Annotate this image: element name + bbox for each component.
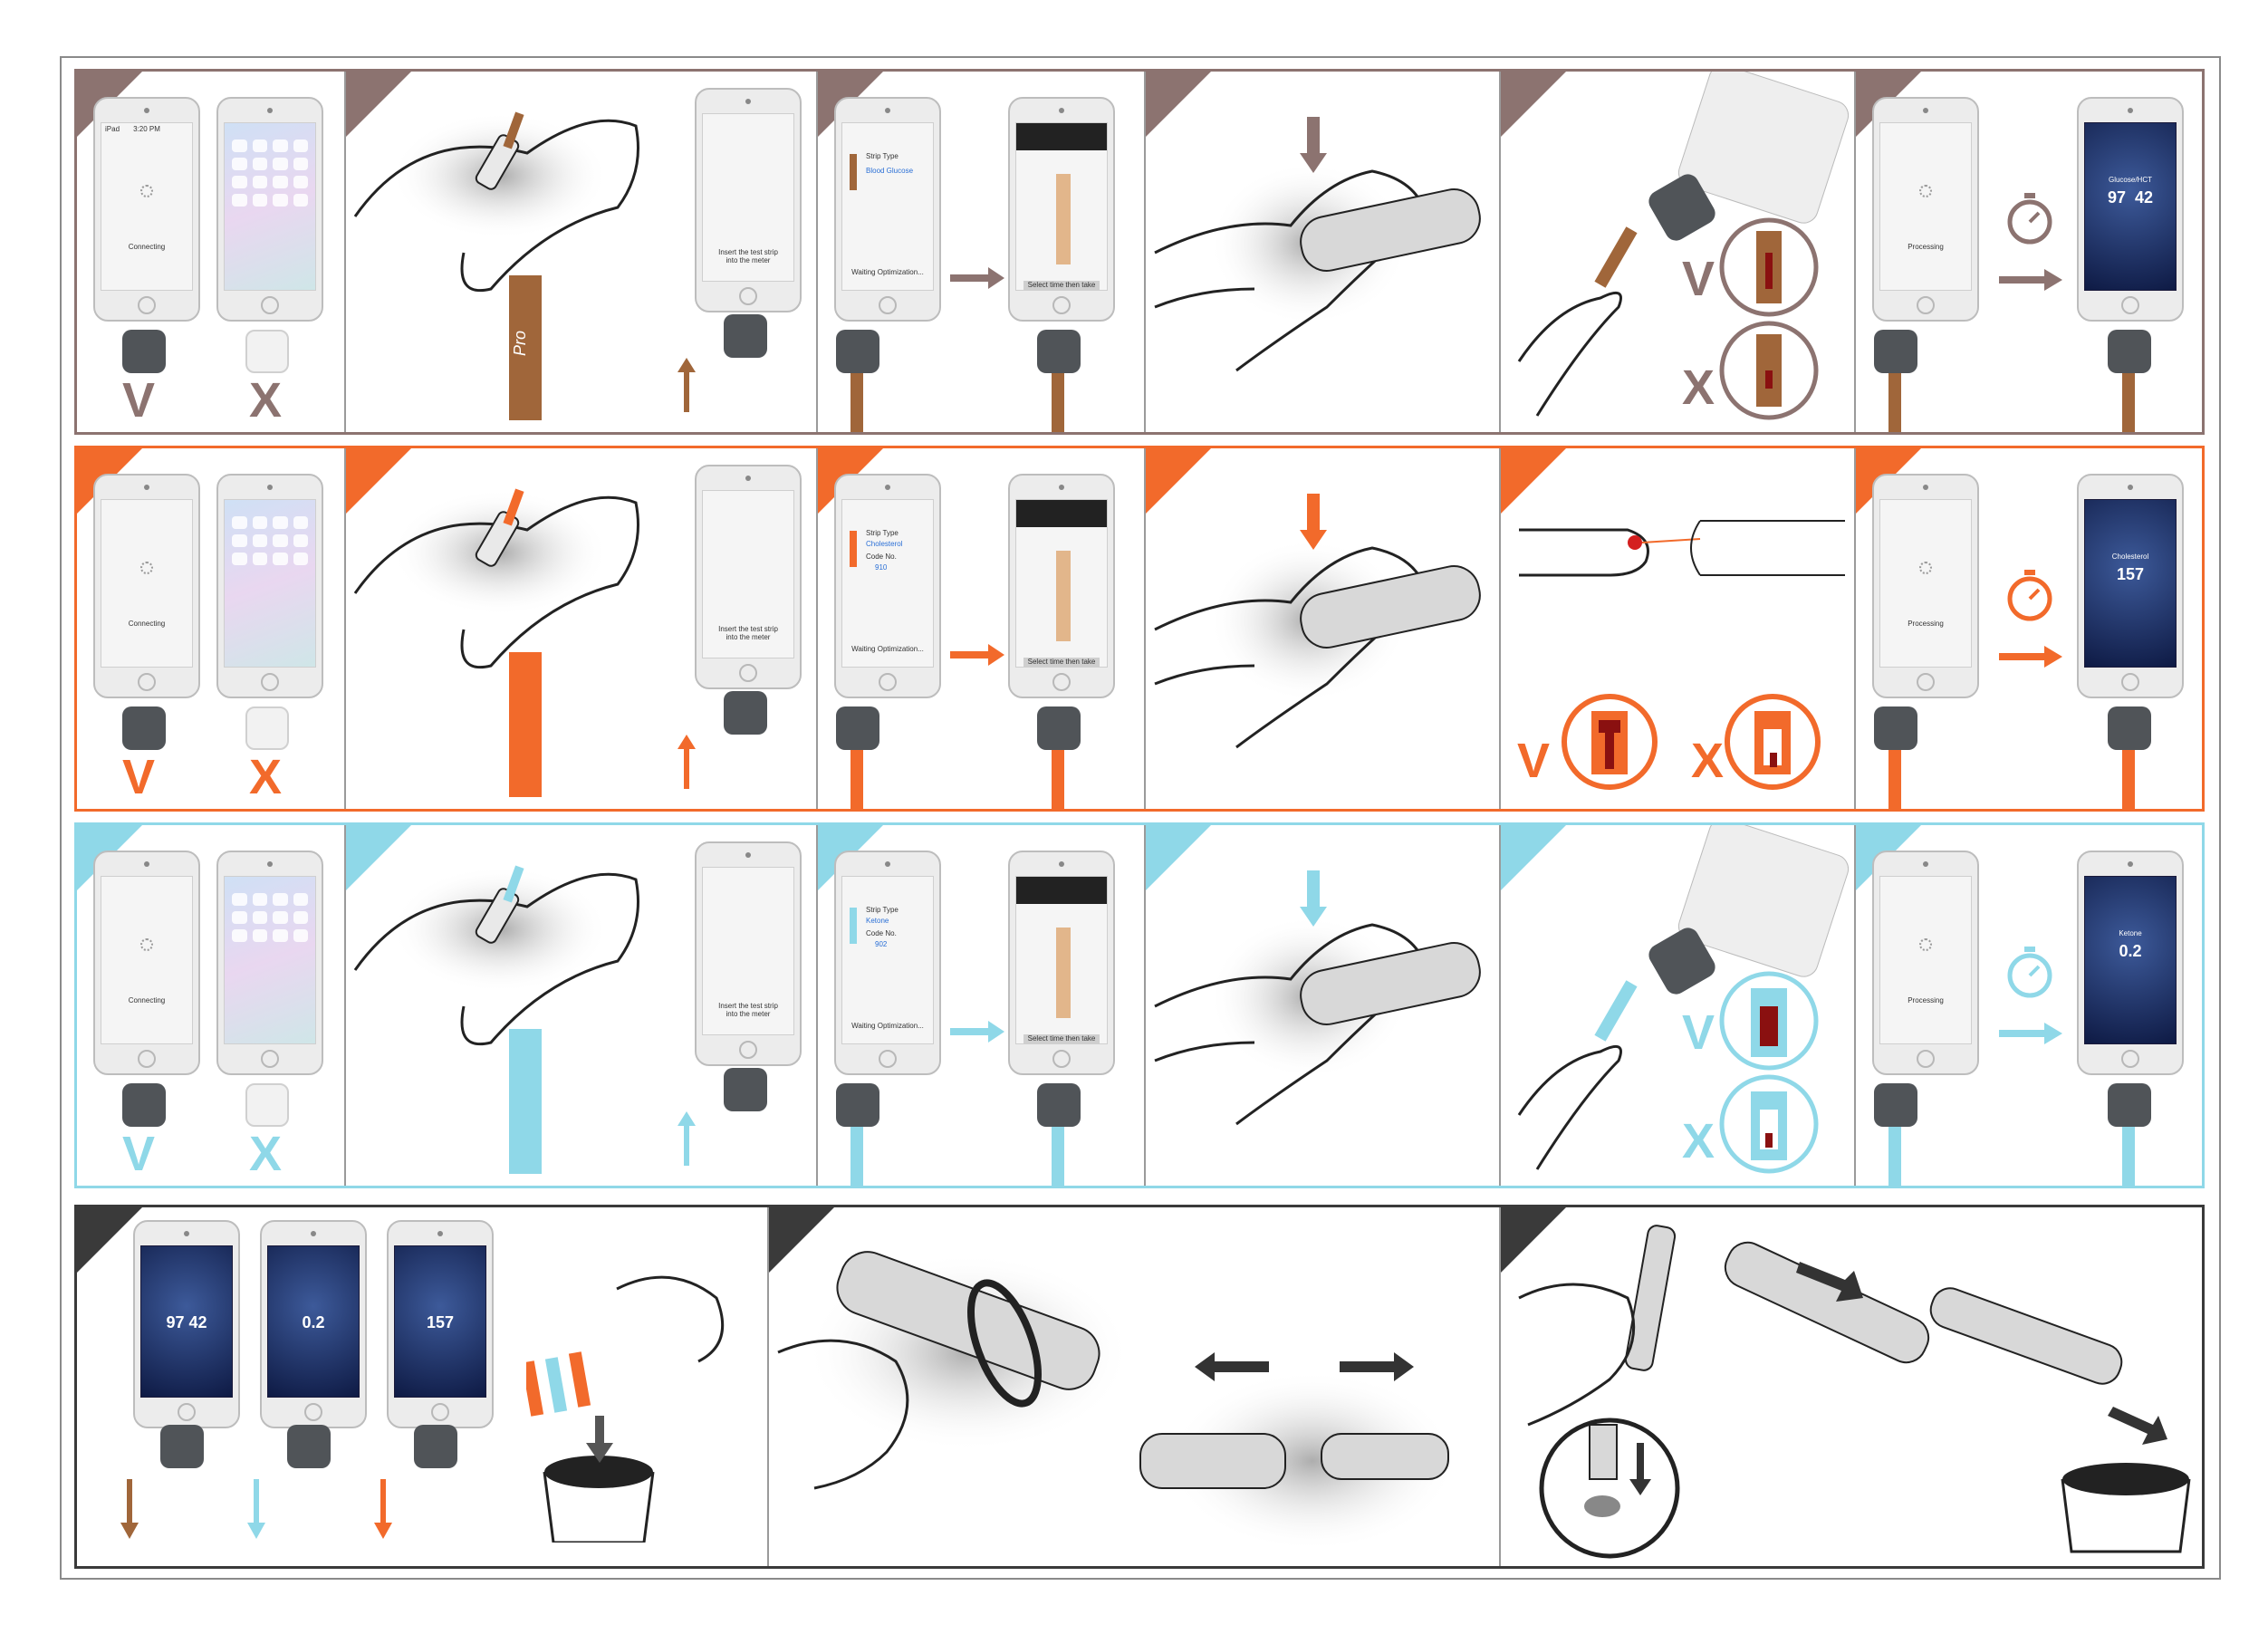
right-arrow-icon bbox=[1999, 646, 2062, 668]
instruction-sheet-border bbox=[60, 56, 2221, 1580]
right-arrow-icon bbox=[950, 644, 1004, 666]
cross-mark-icon: X bbox=[249, 1127, 283, 1181]
timer-icon bbox=[2007, 947, 2052, 998]
phone-insert: Insert the test strip into the meter bbox=[695, 88, 802, 312]
panel-lancing bbox=[1144, 448, 1499, 809]
panel-connect: Connecting V X bbox=[77, 825, 344, 1186]
down-arrow-icon bbox=[1300, 117, 1327, 173]
meter-dongle bbox=[836, 330, 879, 373]
wrong-dongle bbox=[245, 330, 289, 373]
panel-take-strip: Insert the test strip into the meter bbox=[344, 825, 816, 1186]
right-arrow-icon bbox=[950, 267, 1004, 289]
panel-apply-blood: V X bbox=[1499, 825, 1854, 1186]
panel-strip-type: Strip Type Cholesterol Code No. 910 Wait… bbox=[816, 448, 1144, 809]
test-strip-large bbox=[509, 275, 542, 420]
panel-lancing bbox=[1144, 72, 1499, 432]
right-arrow-icon bbox=[1999, 1023, 2062, 1044]
meter-dongle bbox=[122, 706, 166, 750]
apply-blood-illustration bbox=[1517, 72, 1850, 420]
panel-apply-blood: V X bbox=[1499, 448, 1854, 809]
timer-icon bbox=[2007, 570, 2052, 621]
cross-mark-icon: X bbox=[1682, 360, 1715, 415]
test-strip-large bbox=[509, 652, 542, 797]
panel-strip-type: Strip Type Blood Glucose Waiting Optimiz… bbox=[816, 72, 1144, 432]
panel-take-strip: Pro Insert the test strip into the meter bbox=[344, 72, 816, 432]
panel-result: Processing Glucose/HCT 97 42 bbox=[1854, 72, 2202, 432]
panel-apply-blood: V X bbox=[1499, 72, 1854, 432]
check-mark-icon: V bbox=[122, 1127, 156, 1181]
phone-result-cholesterol: Cholesterol 157 bbox=[2077, 474, 2184, 698]
timer-icon bbox=[2007, 193, 2052, 245]
meter-dongle bbox=[1874, 330, 1917, 373]
spinner-icon bbox=[140, 185, 153, 197]
svg-text:Pro: Pro bbox=[511, 331, 529, 356]
phone-screen: iPad 3:20 PM Connecting bbox=[101, 122, 193, 291]
check-mark-icon: V bbox=[122, 373, 156, 428]
meter-dongle bbox=[2108, 330, 2151, 373]
phone-strip-type: Strip Type Blood Glucose Waiting Optimiz… bbox=[834, 97, 941, 322]
check-mark-icon: V bbox=[1517, 734, 1551, 788]
row-glucose: iPad 3:20 PM Connecting V X Pro bbox=[74, 69, 2205, 435]
meter-dongle bbox=[122, 330, 166, 373]
down-arrow-icon bbox=[374, 1479, 392, 1539]
check-mark-icon: V bbox=[1682, 1005, 1715, 1060]
check-mark-icon: V bbox=[1682, 252, 1715, 306]
down-arrow-icon bbox=[120, 1479, 139, 1539]
wrong-dongle bbox=[245, 706, 289, 750]
meter-dongle bbox=[1037, 330, 1081, 373]
cross-mark-icon: X bbox=[249, 373, 283, 428]
cross-mark-icon: X bbox=[249, 750, 283, 804]
apply-blood-illustration bbox=[1517, 825, 1850, 1174]
panel-result: Processing Cholesterol 157 bbox=[1854, 448, 2202, 809]
down-arrow-icon bbox=[247, 1479, 265, 1539]
panel-connect: Connecting V X bbox=[77, 448, 344, 809]
cross-mark-icon: X bbox=[1682, 1114, 1715, 1168]
right-arrow-icon bbox=[1999, 269, 2062, 291]
phone-connecting: iPad 3:20 PM Connecting bbox=[93, 97, 200, 322]
panel-connect: iPad 3:20 PM Connecting V X bbox=[77, 72, 344, 432]
row-ketone: Connecting V X Insert the test strip int… bbox=[74, 822, 2205, 1188]
discard-strips-illustration bbox=[526, 1275, 725, 1543]
up-arrow-icon bbox=[678, 735, 696, 789]
up-arrow-icon bbox=[678, 1111, 696, 1166]
twist-lancet-illustration bbox=[777, 1251, 1457, 1552]
eject-lancet-illustration bbox=[1518, 1225, 2191, 1559]
hand-vial-illustration bbox=[353, 488, 639, 797]
phone-result-ketone: Ketone 0.2 bbox=[2077, 851, 2184, 1075]
right-arrow-icon bbox=[950, 1021, 1004, 1043]
lancing-hand-illustration bbox=[1154, 870, 1481, 1126]
hand-vial-illustration bbox=[353, 865, 639, 1174]
panel-result: Processing Ketone 0.2 bbox=[1854, 825, 2202, 1186]
panel-remove-strips: 97 42 0.2 157 bbox=[77, 1207, 767, 1566]
cross-mark-icon: X bbox=[1691, 734, 1725, 788]
phone-processing: Processing bbox=[1872, 97, 1979, 322]
lancing-hand-illustration bbox=[1154, 494, 1481, 749]
panel-eject-needle bbox=[1499, 1207, 2202, 1566]
row-disposal: 97 42 0.2 157 bbox=[74, 1205, 2205, 1569]
check-mark-icon: V bbox=[122, 750, 156, 804]
up-arrow-icon bbox=[678, 358, 696, 412]
strip-thumb bbox=[850, 154, 857, 190]
panel-remove-needle bbox=[767, 1207, 1499, 1566]
row-cholesterol: Connecting V X Insert the test strip int… bbox=[74, 446, 2205, 812]
meter-dongle bbox=[724, 314, 767, 358]
phone-select-time: Select time then take blood samples bbox=[1008, 97, 1115, 322]
panel-lancing bbox=[1144, 825, 1499, 1186]
panel-strip-type: Strip Type Ketone Code No. 902 Waiting O… bbox=[816, 825, 1144, 1186]
phone-result-glucose: Glucose/HCT 97 42 bbox=[2077, 97, 2184, 322]
panel-take-strip: Insert the test strip into the meter bbox=[344, 448, 816, 809]
lancing-hand-illustration bbox=[1154, 117, 1481, 372]
finger-blood-illustration bbox=[1519, 520, 1845, 790]
phone-home bbox=[216, 97, 323, 322]
hand-vial-illustration: Pro bbox=[353, 111, 639, 420]
